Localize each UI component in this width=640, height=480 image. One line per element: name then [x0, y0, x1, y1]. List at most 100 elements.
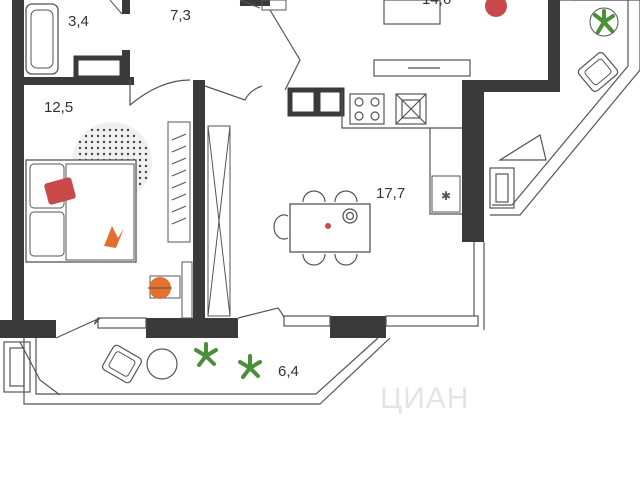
living-room: 14,6: [422, 0, 619, 92]
rug-dot: [120, 146, 124, 150]
door-icon: [19, 341, 61, 396]
window-icon: [3, 341, 31, 393]
rug-dot: [108, 140, 112, 144]
double-bed-icon: [25, 159, 137, 263]
door-icon: [497, 134, 547, 161]
rug-dot: [132, 134, 136, 138]
wardrobe-icon: [207, 125, 231, 317]
dining-table-icon: [289, 203, 371, 253]
rug-dot: [108, 128, 112, 132]
armchair-icon: [102, 344, 142, 384]
rug-dot: [90, 134, 94, 138]
rug-dot: [138, 152, 142, 156]
living-room-area: 14,6: [422, 0, 451, 8]
rug-dot: [114, 140, 118, 144]
wardrobe-icon: [167, 121, 193, 319]
rug-dot: [144, 158, 148, 162]
rug-dot: [120, 140, 124, 144]
rug-dot: [108, 146, 112, 150]
bathroom: 3,4: [25, 0, 123, 75]
rug-dot: [132, 140, 136, 144]
doors: [19, 0, 547, 396]
rug-dot: [108, 134, 112, 138]
rug-dot: [138, 146, 142, 150]
svg-text:✱: ✱: [441, 189, 451, 203]
watermark: ЦИАН: [380, 382, 469, 415]
armchair-icon: [577, 52, 619, 92]
rug-dot: [84, 146, 88, 150]
rug-dot: [138, 164, 142, 168]
rug-dot: [126, 128, 130, 132]
rug-dot: [114, 128, 118, 132]
watermark-text: ЦИАН: [380, 382, 469, 415]
sink-icon: [395, 93, 427, 125]
plant-icon: [194, 342, 218, 367]
rug-dot: [138, 158, 142, 162]
bedroom: 12,5: [25, 99, 231, 319]
rug-dot: [132, 152, 136, 156]
rug-dot: [132, 146, 136, 150]
rug-dot: [126, 146, 130, 150]
rug-dot: [90, 146, 94, 150]
rug-dot: [96, 134, 100, 138]
rug-dot: [96, 140, 100, 144]
rug-dot: [90, 152, 94, 156]
kitchen-area: 17,7: [376, 185, 405, 202]
fridge-icon: ✱: [431, 175, 461, 213]
rug-dot: [78, 146, 82, 150]
rug-dot: [120, 152, 124, 156]
rug-dot: [102, 128, 106, 132]
rug-dot: [78, 152, 82, 156]
rug-dot: [78, 140, 82, 144]
rug-dot: [126, 152, 130, 156]
pillow-icon: [44, 177, 76, 205]
rug-dot: [138, 176, 142, 180]
kitchen: 17,7 ✱: [273, 93, 461, 266]
rug-dot: [144, 146, 148, 150]
rug-dot: [84, 152, 88, 156]
balcony-area: 6,4: [278, 363, 299, 380]
rug-dot: [114, 146, 118, 150]
walls: [0, 0, 560, 338]
side-table-icon: [146, 348, 178, 380]
fan-icon: [104, 226, 124, 248]
rug-dot: [138, 170, 142, 174]
bathroom-area: 3,4: [68, 13, 89, 30]
rug-dot: [84, 134, 88, 138]
rug-dot: [102, 146, 106, 150]
rug-dot: [144, 176, 148, 180]
door-icon: [204, 85, 263, 101]
rug-dot: [84, 140, 88, 144]
rug-dot: [96, 128, 100, 132]
bathtub-icon: [25, 3, 59, 75]
stove-icon: [349, 93, 385, 125]
door-icon: [269, 9, 301, 91]
hallway: 7,3: [170, 0, 287, 24]
hallway-area: 7,3: [170, 7, 191, 24]
side-balcony: [489, 167, 515, 209]
desk-lamp-icon: [148, 275, 181, 299]
bedroom-area: 12,5: [44, 99, 73, 116]
balcony: 6,4: [3, 341, 299, 393]
rug-dot: [120, 134, 124, 138]
rug-dot: [144, 152, 148, 156]
rug-dot: [90, 128, 94, 132]
rug-dot: [102, 152, 106, 156]
rug-dot: [138, 140, 142, 144]
rug-dot: [120, 128, 124, 132]
chair-icon: [273, 190, 358, 266]
rug-dot: [102, 140, 106, 144]
rug-dot: [114, 134, 118, 138]
plant-icon: [589, 7, 619, 37]
fan-icon: [485, 0, 507, 17]
rug-dot: [96, 146, 100, 150]
rug-dot: [126, 140, 130, 144]
door-icon: [55, 317, 101, 339]
rug-dot: [114, 152, 118, 156]
rug-dot: [102, 134, 106, 138]
plant-icon: [238, 354, 262, 379]
rug-dot: [144, 164, 148, 168]
rug-dot: [96, 152, 100, 156]
rug-dot: [126, 134, 130, 138]
